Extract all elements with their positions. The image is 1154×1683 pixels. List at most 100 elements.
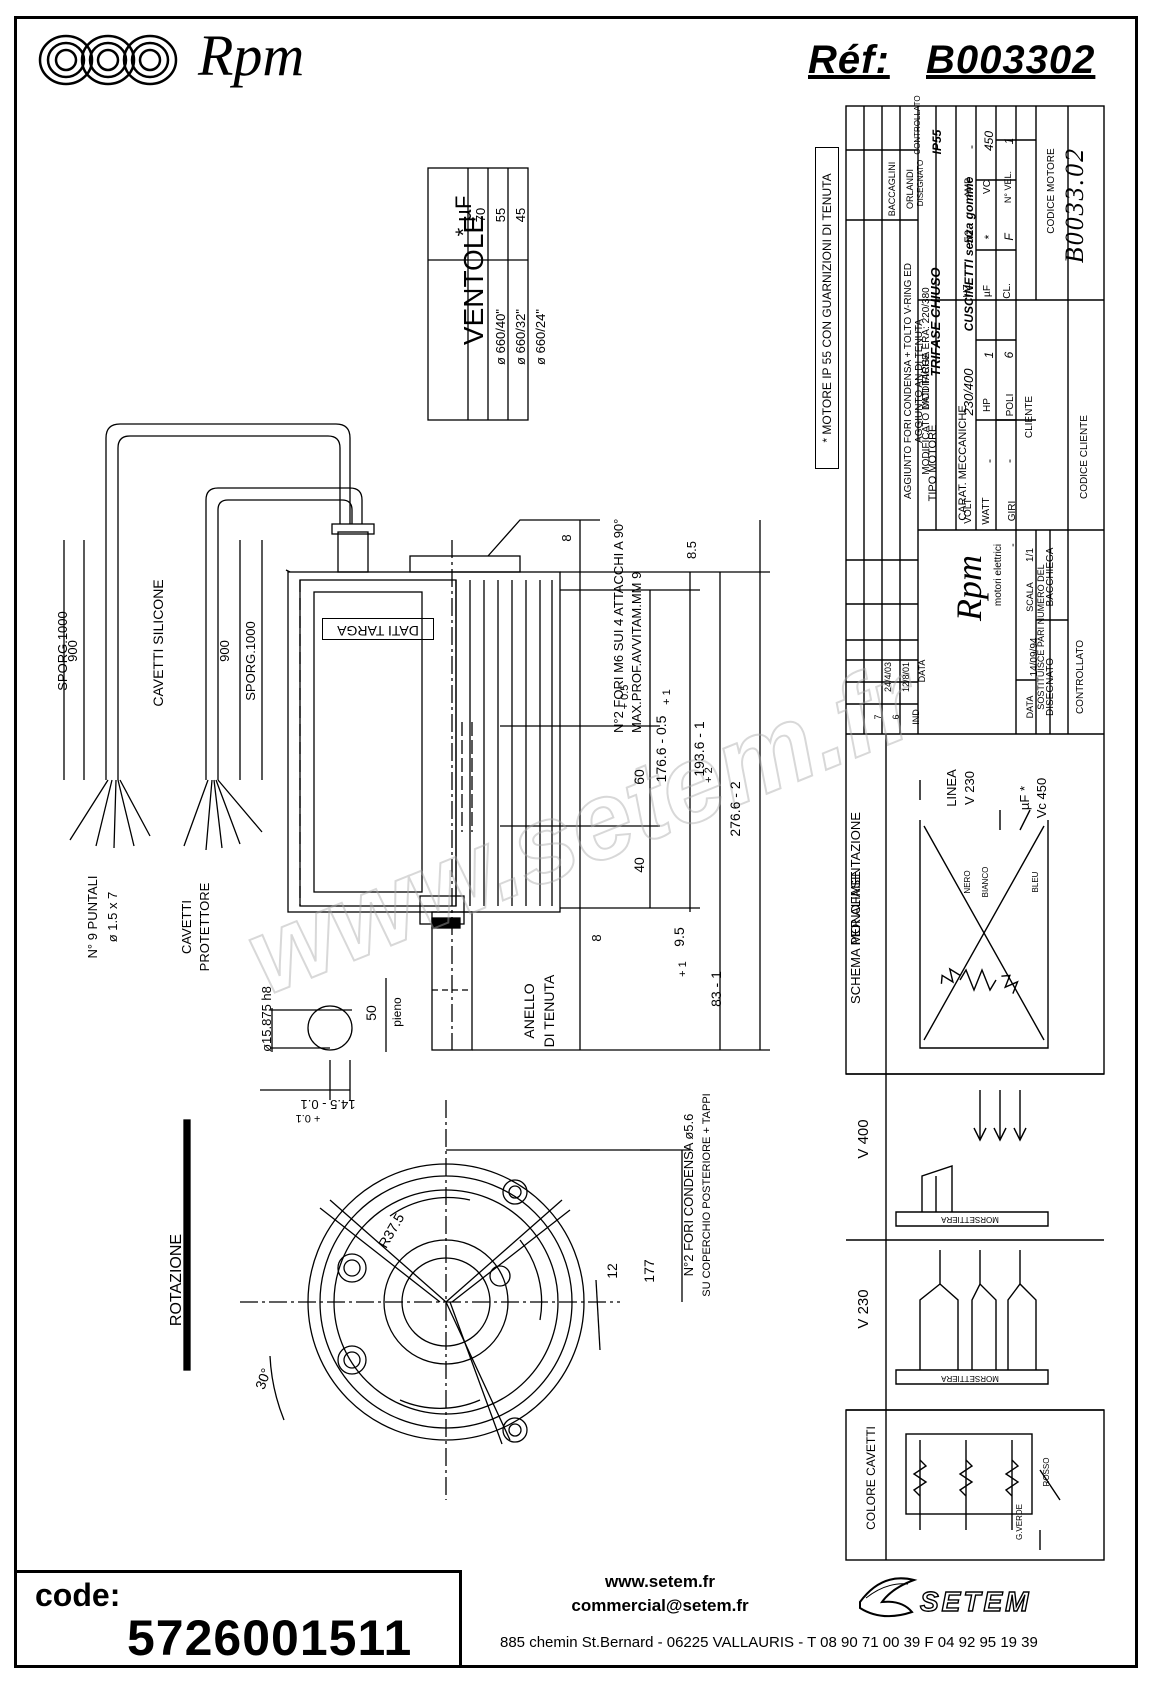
linea-v-label: V 230 bbox=[962, 771, 977, 805]
data-label: DATA bbox=[1025, 695, 1035, 719]
mod-date-7: 24/4/03 bbox=[883, 661, 893, 693]
footer-website[interactable]: www.setem.fr bbox=[605, 1572, 715, 1591]
dim-83-tol: + 1 bbox=[677, 961, 689, 977]
watermark: www.setem.fr bbox=[228, 635, 940, 1019]
hdr-controllato: CONTROLLATO bbox=[913, 95, 922, 155]
poli-label: POLI bbox=[1005, 393, 1016, 417]
dim-276: 276.6 - 2 bbox=[727, 781, 743, 837]
dim-8-5-top: 8.5 bbox=[684, 540, 699, 560]
anello-line-1: ANELLO bbox=[521, 983, 537, 1039]
cavetti-protettore-1: CAVETTI bbox=[179, 900, 194, 954]
schema-bleu: BLEU bbox=[1031, 871, 1040, 893]
anello-line-2: DI TENUTA bbox=[541, 974, 557, 1048]
puntali-line-1: N° 9 PUNTALI bbox=[85, 875, 100, 959]
poli-value: 6 bbox=[1002, 351, 1016, 359]
puntali-line-2: ø 1.5 x 7 bbox=[105, 891, 120, 943]
dim-shaft: ø15.875 h8 bbox=[259, 986, 274, 1052]
codice-cliente-label: CODICE CLIENTE bbox=[1079, 415, 1090, 499]
morsettiera-bottom: MORSETTIERA bbox=[941, 1374, 999, 1383]
dim-12: 12 bbox=[604, 1263, 620, 1279]
giri-label: GIRI bbox=[1007, 500, 1018, 522]
codice-motore-label: CODICE MOTORE bbox=[1046, 148, 1057, 234]
hp-value: 1 bbox=[982, 351, 996, 359]
code-box: code: 5726001511 bbox=[14, 1570, 462, 1668]
dim-40: 40 bbox=[631, 857, 647, 873]
dim-60: 60 bbox=[631, 769, 647, 785]
footer-email[interactable]: commercial@setem.fr bbox=[571, 1596, 749, 1615]
cl-value: F bbox=[1002, 233, 1016, 241]
vc-label: VC bbox=[982, 180, 993, 194]
codice-motore-value: B0033.02 bbox=[1060, 146, 1089, 264]
fan-uf-2: 55 bbox=[493, 207, 508, 223]
fan-row-1: ø 660/40" bbox=[493, 309, 508, 365]
rpm-logo-mark bbox=[38, 34, 178, 86]
setem-logo-text: SETEM bbox=[919, 1585, 1032, 1617]
footer-address: 885 chemin St.Bernard - 06225 VALLAURIS … bbox=[500, 1634, 1038, 1651]
schema-bianco: BIANCO bbox=[981, 866, 990, 898]
fan-uf-3: 45 bbox=[513, 207, 528, 223]
ref-label: Réf: bbox=[808, 38, 890, 82]
g-verde-label: G.VERDE bbox=[1015, 1504, 1024, 1541]
morsettiera-top: MORSETTIERA bbox=[941, 1215, 999, 1224]
ref-value: B003302 bbox=[926, 38, 1096, 82]
hdr-ind: IND bbox=[911, 709, 921, 725]
mod-n-7: 7 bbox=[873, 714, 883, 720]
len-900-left: 900 bbox=[65, 640, 80, 662]
pieno-label: pieno bbox=[390, 997, 404, 1027]
linea-label: LINEA bbox=[944, 769, 959, 807]
amp-label: AMP. bbox=[963, 176, 973, 198]
v400-label: V 400 bbox=[855, 1119, 872, 1159]
scala-value: 1/1 bbox=[1025, 548, 1036, 562]
vc-value: 450 bbox=[982, 130, 996, 152]
data-value: 14/09/94 bbox=[1029, 637, 1040, 677]
dim-50: 50 bbox=[363, 1005, 379, 1021]
tipo-value: TRIFASE CHIUSO bbox=[928, 267, 943, 377]
code-value: 5726001511 bbox=[127, 1610, 413, 1666]
svg-text:www.setem.fr: www.setem.fr bbox=[229, 636, 939, 1018]
title-block-brand-sub: motori elettrici bbox=[993, 543, 1004, 607]
colore-cavetti-label: COLORE CAVETTI bbox=[864, 1426, 878, 1530]
fan-uf-1: 70 bbox=[473, 207, 488, 223]
uf-label: µF bbox=[982, 285, 993, 297]
volt-label: VOLT bbox=[963, 498, 974, 524]
dim-8-bottom: 8 bbox=[589, 934, 604, 942]
schema-nero: NERO bbox=[963, 870, 972, 894]
disegnato-value: BACCHIEGA bbox=[1045, 547, 1056, 607]
amp-value: - bbox=[964, 145, 978, 149]
schema-uf: µF * bbox=[1017, 785, 1032, 811]
dati-targa-label: DATI TARGA bbox=[322, 618, 434, 640]
dim-276-tol: + 2 bbox=[703, 767, 715, 783]
hdr-data: DATA bbox=[917, 659, 927, 683]
brand-name: Rpm bbox=[198, 23, 305, 88]
dim-176-tol: + 0.5 bbox=[619, 684, 631, 710]
v230-label: V 230 bbox=[855, 1289, 872, 1329]
cl-label: CL. bbox=[1002, 283, 1013, 299]
rosso-label: ROSSO bbox=[1042, 1457, 1051, 1487]
hdr-disegnato: DISEGNATO bbox=[916, 159, 925, 207]
tipo-label: TIPO MOTORE bbox=[927, 424, 939, 502]
dim-8-top: 8 bbox=[559, 534, 574, 542]
disegnato-label: DISEGNATO bbox=[1045, 658, 1056, 716]
watt-value: - bbox=[982, 459, 996, 463]
uf-value: * bbox=[982, 234, 996, 240]
code-label: code: bbox=[35, 1577, 121, 1613]
fan-table-frame bbox=[427, 167, 529, 421]
scala-label: SCALA bbox=[1025, 582, 1035, 612]
sporg-right: SPORG.1000 bbox=[243, 621, 258, 701]
schema-title-2: MONOFASE bbox=[848, 871, 863, 945]
holes-condensa-1: N°2 FORI CONDENSA ø5.6 bbox=[681, 1113, 696, 1277]
mod-by-7: BACCAGLINI bbox=[887, 161, 897, 217]
nvel-label: N° VEL. bbox=[1003, 170, 1013, 204]
drawing-sheet bbox=[14, 16, 1138, 1668]
len-900-right: 900 bbox=[217, 640, 232, 662]
giri-value: - bbox=[1002, 459, 1016, 463]
hz-label: HZ bbox=[962, 284, 973, 298]
setem-logo-mark bbox=[859, 1577, 918, 1618]
cliente-label: CLIENTE bbox=[1024, 395, 1035, 439]
schema-vc: Vc 450 bbox=[1034, 777, 1049, 819]
holes-condensa-2: SU COPERCHIO POSTERIORE + TAPPI bbox=[701, 1093, 713, 1297]
controllato-label: CONTROLLATO bbox=[1075, 639, 1086, 715]
sostituisce-value: - bbox=[1007, 543, 1019, 547]
ip-value: IP55 bbox=[930, 129, 944, 155]
